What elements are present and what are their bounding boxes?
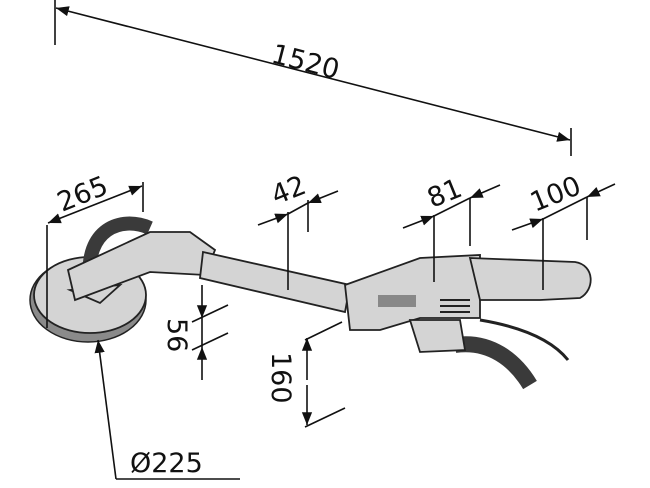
- exhaust-hose: [453, 336, 537, 390]
- motor-housing: [344, 254, 481, 331]
- hose-connector: [408, 319, 467, 353]
- dimension-motor-height: 160: [265, 321, 346, 428]
- label-motor-height: 160: [265, 352, 296, 404]
- label-overall-length: 1520: [268, 39, 342, 86]
- dimension-overall-length: 1520: [54, 0, 572, 156]
- dimension-disc-diameter: Ø225: [94, 339, 240, 480]
- sander-illustration: [29, 216, 592, 390]
- label-head-height: 56: [161, 318, 192, 352]
- label-motor-width: 81: [423, 173, 466, 215]
- extension-tube: [199, 250, 352, 314]
- dimension-head-height: 56: [161, 285, 229, 380]
- label-handle-width: 100: [526, 170, 585, 218]
- power-cord: [479, 318, 570, 361]
- label-head-width: 265: [53, 170, 112, 218]
- label-disc-diameter: Ø225: [130, 448, 203, 479]
- vent-grille: [378, 295, 416, 307]
- vent-slots: [440, 299, 470, 313]
- handle: [468, 257, 592, 301]
